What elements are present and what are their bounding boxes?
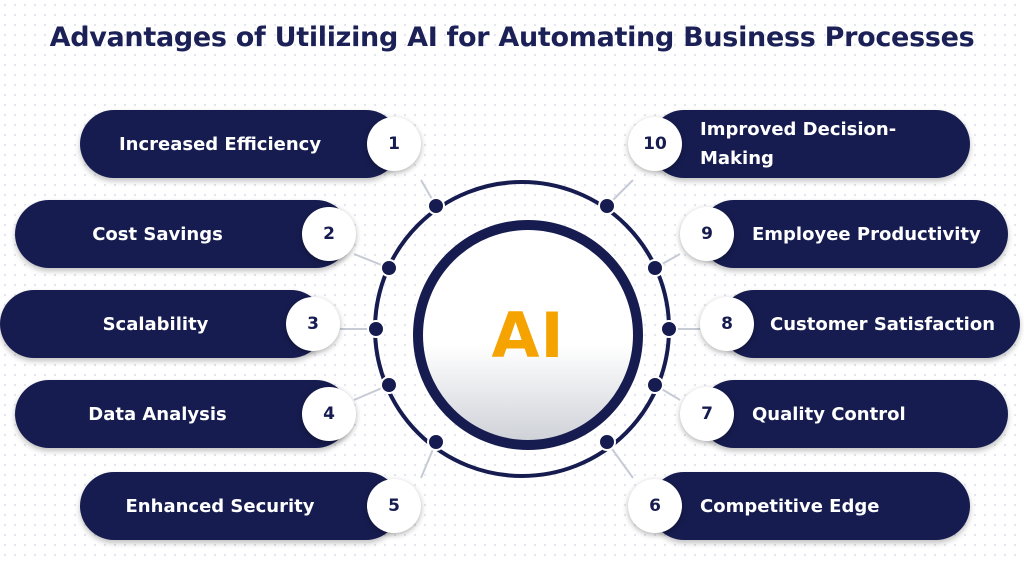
advantage-number-badge: 8 — [700, 297, 754, 351]
advantage-number-badge: 9 — [680, 207, 734, 261]
advantage-pill-5: Enhanced Security — [80, 472, 400, 540]
advantage-label: Cost Savings — [92, 223, 223, 245]
advantage-label: Enhanced Security — [125, 495, 315, 517]
advantage-pill-3: Scalability — [0, 290, 325, 358]
ring-dot — [598, 433, 616, 451]
page-title: Advantages of Utilizing AI for Automatin… — [49, 22, 975, 53]
advantage-pill-10: Improved Decision-Making — [650, 110, 970, 178]
advantage-label: Customer Satisfaction — [770, 313, 996, 335]
advantage-label: Scalability — [102, 313, 209, 335]
advantage-label: Improved Decision-Making — [700, 119, 897, 169]
advantage-number-badge: 3 — [286, 297, 340, 351]
advantage-number-badge: 1 — [367, 117, 421, 171]
advantage-number-badge: 5 — [367, 479, 421, 533]
advantage-number-badge: 7 — [680, 387, 734, 441]
advantage-label: Quality Control — [752, 403, 906, 425]
ring-dot — [427, 197, 445, 215]
advantage-label: Data Analysis — [88, 403, 227, 425]
advantage-pill-8: Customer Satisfaction — [720, 290, 1020, 358]
advantage-label: Competitive Edge — [700, 495, 880, 517]
ring-dot — [646, 259, 664, 277]
advantage-pill-9: Employee Productivity — [700, 200, 1008, 268]
ring-dot — [598, 197, 616, 215]
advantage-number-badge: 2 — [302, 207, 356, 261]
advantage-number-badge: 4 — [302, 387, 356, 441]
advantage-pill-2: Cost Savings — [15, 200, 350, 268]
advantage-pill-7: Quality Control — [700, 380, 1008, 448]
ring-dot — [380, 376, 398, 394]
advantage-pill-6: Competitive Edge — [650, 472, 970, 540]
ring-dot — [427, 433, 445, 451]
ring-dot — [660, 320, 678, 338]
advantage-label: Increased Efficiency — [118, 133, 322, 155]
ring-dot — [646, 376, 664, 394]
advantage-number-badge: 10 — [628, 117, 682, 171]
advantage-pill-1: Increased Efficiency — [80, 110, 400, 178]
ai-center-label: AI — [491, 298, 565, 372]
advantage-number-badge: 6 — [628, 479, 682, 533]
ring-dot — [380, 259, 398, 277]
advantage-pill-4: Data Analysis — [15, 380, 350, 448]
ring-dot — [367, 320, 385, 338]
ai-center-circle: AI — [413, 220, 643, 450]
advantage-label: Employee Productivity — [752, 223, 981, 245]
